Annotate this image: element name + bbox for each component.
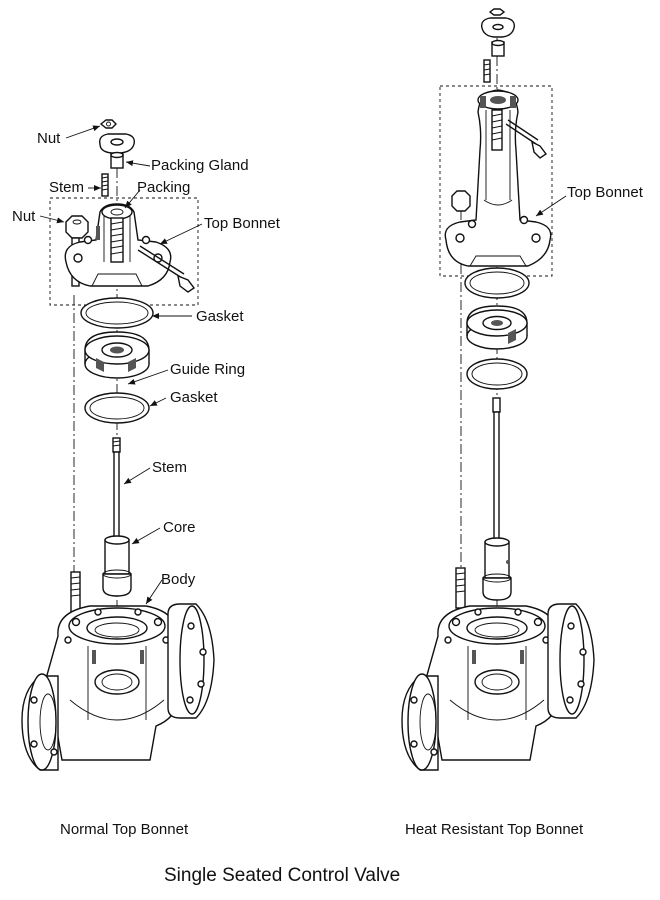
left-gasket-upper-part <box>80 297 154 329</box>
right-stud-bolt-part <box>455 567 466 609</box>
left-leader-lines <box>39 125 203 605</box>
right-core-part <box>482 537 512 601</box>
right-stem-lower-part <box>492 397 501 543</box>
stem-top-part <box>101 173 109 197</box>
left-body-part <box>21 603 215 771</box>
label-top-bonnet-left: Top Bonnet <box>204 215 281 232</box>
left-gasket-lower-part <box>84 392 150 424</box>
label-guide-ring: Guide Ring <box>170 361 245 378</box>
label-core: Core <box>163 519 196 536</box>
packing-gland-part <box>98 133 136 169</box>
right-bonnet-boundary <box>439 85 553 277</box>
right-gasket-upper-part <box>464 267 530 299</box>
right-side-nut-part <box>451 190 471 212</box>
label-top-bonnet-right: Top Bonnet <box>567 184 644 201</box>
right-leader-top-bonnet <box>535 195 567 217</box>
label-packing-gland: Packing Gland <box>151 157 249 174</box>
right-top-nut-part <box>488 8 506 16</box>
label-gasket-lower: Gasket <box>170 389 218 406</box>
top-nut-part <box>99 119 117 129</box>
caption-normal-top-bonnet: Normal Top Bonnet <box>60 821 189 838</box>
side-nut-part <box>65 215 89 239</box>
left-guide-ring-part <box>84 331 150 379</box>
left-bonnet-boundary <box>49 197 199 306</box>
figure-title: Single Seated Control Valve <box>164 865 400 886</box>
left-core-part <box>102 535 132 597</box>
right-gasket-lower-part <box>466 358 528 390</box>
left-stud-bolt-part <box>70 571 81 613</box>
label-body: Body <box>161 571 196 588</box>
right-lubricator-part <box>505 119 548 159</box>
left-assembly: Nut Packing Gland Stem Packing Nut Top B… <box>12 119 281 771</box>
right-stem-top-part <box>483 59 491 83</box>
right-top-bonnet-part <box>444 89 552 267</box>
left-top-bonnet-part <box>64 203 172 287</box>
right-guide-ring-part <box>466 305 528 350</box>
label-stem-lower: Stem <box>152 459 187 476</box>
label-packing: Packing <box>137 179 190 196</box>
label-nut-top: Nut <box>37 130 61 147</box>
label-stem-top: Stem <box>49 179 84 196</box>
right-packing-gland-part <box>480 17 516 57</box>
right-body-part <box>401 603 595 771</box>
right-assembly: Top Bonnet <box>401 8 644 771</box>
caption-heat-resistant-top-bonnet: Heat Resistant Top Bonnet <box>405 821 584 838</box>
left-stem-lower-part <box>112 437 121 541</box>
label-gasket-upper: Gasket <box>196 308 244 325</box>
label-nut-side: Nut <box>12 208 36 225</box>
left-lubricator-part <box>137 245 196 293</box>
